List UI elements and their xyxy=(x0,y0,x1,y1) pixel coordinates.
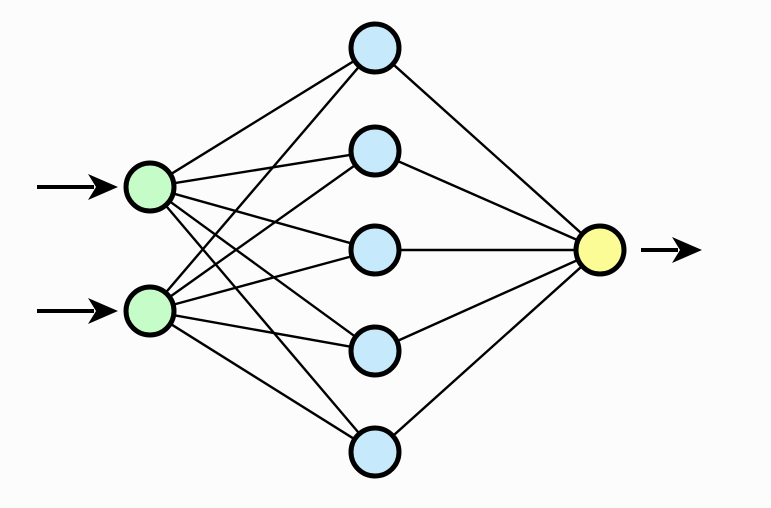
input-arrow-1-head xyxy=(88,174,118,200)
node-h1-hidden-layer[interactable] xyxy=(348,21,402,75)
edge-i2-h3 xyxy=(170,254,355,307)
edge-i1-h5 xyxy=(163,202,362,437)
arrows-group xyxy=(37,174,702,324)
node-h2-hidden-layer[interactable] xyxy=(348,124,402,178)
edge-i1-h4 xyxy=(167,198,358,340)
edges-group xyxy=(163,58,585,442)
edge-i2-h5 xyxy=(168,321,357,442)
edge-h5-o1 xyxy=(390,263,585,439)
edge-i1-h3 xyxy=(170,191,355,246)
node-h3-hidden-layer[interactable] xyxy=(348,223,402,277)
node-i1-input-layer[interactable] xyxy=(123,160,177,214)
nodes-group xyxy=(123,21,627,479)
input-arrow-2-head xyxy=(88,298,118,324)
node-h5-hidden-layer[interactable] xyxy=(348,425,402,479)
node-i2-input-layer[interactable] xyxy=(123,284,177,338)
node-o1-output-layer[interactable] xyxy=(573,223,627,277)
edge-h2-o1 xyxy=(394,158,581,243)
edge-i2-h2 xyxy=(167,162,358,300)
output-arrow-head xyxy=(672,237,702,263)
edge-h1-o1 xyxy=(390,61,585,237)
edge-i2-h4 xyxy=(171,313,354,349)
edge-i1-h1 xyxy=(168,58,357,177)
node-h4-hidden-layer[interactable] xyxy=(348,324,402,378)
edge-i2-h1 xyxy=(163,63,362,296)
edge-i1-h2 xyxy=(171,153,354,185)
edge-h4-o1 xyxy=(394,257,581,344)
